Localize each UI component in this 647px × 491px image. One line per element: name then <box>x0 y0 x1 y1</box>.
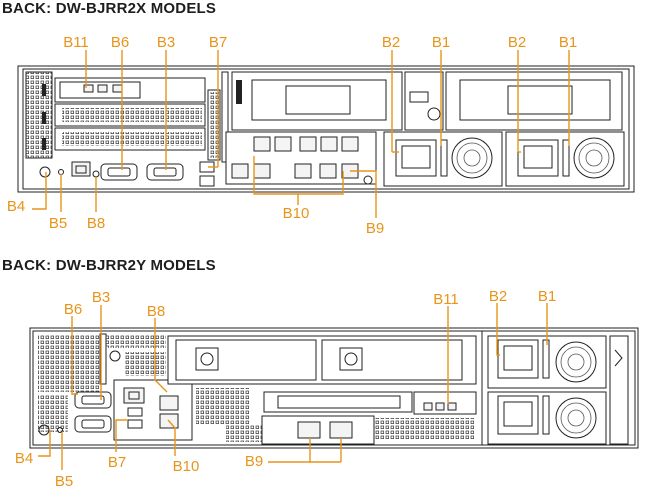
vga-port <box>74 415 112 433</box>
callout-b7-2x: B7 <box>209 34 227 51</box>
callout-b5-2y: B5 <box>55 473 73 490</box>
rj45-port <box>71 161 91 177</box>
callout-b2a-2x: B2 <box>382 34 400 51</box>
callout-b8-2y: B8 <box>147 303 165 320</box>
chassis-2y <box>29 327 639 449</box>
psu-2-latch <box>542 395 550 435</box>
callout-b1a-2x: B1 <box>432 34 450 51</box>
callout-b11-2y: B11 <box>433 291 459 308</box>
psu-1-latch <box>440 139 448 177</box>
psu-1-latch <box>542 339 550 379</box>
callout-b3-2x: B3 <box>157 34 175 51</box>
callout-b7-2y: B7 <box>108 454 126 471</box>
callout-b8-2x: B8 <box>87 215 105 232</box>
power-button <box>38 424 50 436</box>
serial-port <box>74 391 112 409</box>
callout-b11-2x: B11 <box>63 34 89 51</box>
vent-grille-left <box>38 334 100 392</box>
chassis-2x <box>17 65 635 193</box>
callout-b10-2x: B10 <box>283 205 310 222</box>
led-indicator <box>58 169 64 175</box>
psu-2-fan <box>555 397 597 439</box>
callout-lines-2y <box>38 303 548 470</box>
power-button <box>39 166 51 178</box>
callout-b9-2x: B9 <box>366 220 384 237</box>
callout-b10-2y: B10 <box>173 458 200 475</box>
section-heading-x: BACK: DW-BJRR2X MODELS <box>2 0 217 17</box>
callout-b5-2x: B5 <box>49 215 67 232</box>
drive-bay-right <box>459 79 611 121</box>
psu-2-fan <box>573 137 615 179</box>
callout-b3-2y: B3 <box>92 289 110 306</box>
psu-2-latch <box>562 139 570 177</box>
usb-port-2 <box>199 175 215 187</box>
callout-b2-2y: B2 <box>489 288 507 305</box>
serial-port <box>146 163 184 181</box>
rj45-port <box>123 387 145 404</box>
vga-port <box>100 163 138 181</box>
callout-b2b-2x: B2 <box>508 34 526 51</box>
b8-port <box>92 170 100 178</box>
usb-port-2 <box>127 419 143 429</box>
b9-port-2 <box>329 421 353 439</box>
drive-bay-right <box>321 339 463 381</box>
callout-b6-2y: B6 <box>64 301 82 318</box>
usb-port-1 <box>127 407 143 417</box>
vent-grille-left <box>26 72 52 158</box>
psu-1-fan <box>451 137 493 179</box>
b9-port-1 <box>297 421 321 439</box>
led-indicator <box>57 427 63 433</box>
callout-b9-2y: B9 <box>245 453 263 470</box>
callout-b4-2y: B4 <box>15 450 33 467</box>
drive-bay-left <box>251 79 387 121</box>
callout-b4-2x: B4 <box>7 198 25 215</box>
callout-lines-2x <box>32 50 570 218</box>
callout-b1b-2x: B1 <box>559 34 577 51</box>
callout-b1-2y: B1 <box>538 288 556 305</box>
b8-port <box>159 395 179 411</box>
drive-bay-left <box>175 339 317 381</box>
b11-port <box>423 402 433 411</box>
callout-b6-2x: B6 <box>111 34 129 51</box>
psu-1-fan <box>555 341 597 383</box>
pcie-card <box>263 391 413 413</box>
b11-port <box>83 84 94 93</box>
section-heading-y: BACK: DW-BJRR2Y MODELS <box>2 257 216 274</box>
